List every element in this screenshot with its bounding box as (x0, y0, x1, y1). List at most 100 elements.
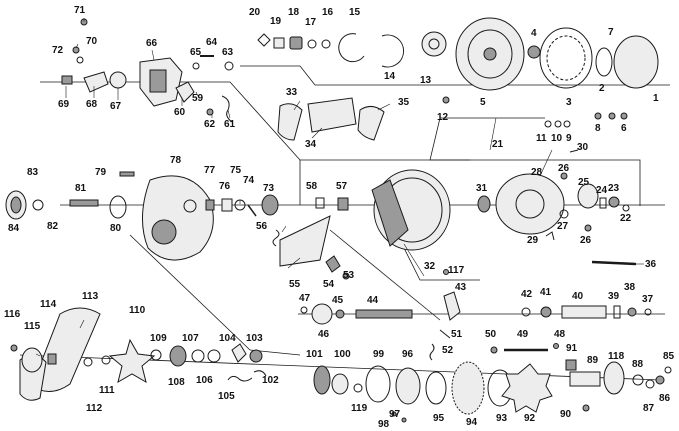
gear-train-group (313, 359, 672, 423)
part-118-gear (603, 361, 625, 395)
part-83-ring (32, 199, 44, 211)
part-70-screw (72, 46, 80, 54)
part-73-pinion (261, 194, 279, 216)
part-104-clicker (231, 343, 247, 363)
part-115-knob (21, 347, 43, 373)
callout-92: 92 (524, 413, 536, 424)
callout-5: 5 (480, 97, 486, 108)
callout-94: 94 (466, 417, 478, 428)
callout-25: 25 (578, 177, 590, 188)
part-72-washer (76, 56, 84, 64)
part-85-clip (664, 366, 672, 374)
part-33-pad (277, 103, 303, 141)
callout-4: 4 (531, 28, 537, 39)
part-3-dial-ring (539, 27, 593, 89)
part-112-washer (83, 357, 93, 367)
part-2-gasket (595, 47, 613, 77)
callout-103: 103 (246, 333, 263, 344)
callout-117: 117 (448, 265, 465, 276)
part-16-washer (321, 39, 331, 49)
part-68-lever (83, 71, 109, 93)
part-46-gear (311, 303, 333, 325)
part-109-washer (150, 349, 162, 361)
part-77-collar (205, 199, 215, 211)
part-10-washer (554, 120, 562, 128)
callout-56: 56 (256, 221, 268, 232)
part-90-screw (582, 404, 590, 412)
part-17-washer (307, 39, 317, 49)
part-82-oring (109, 195, 127, 219)
part-69-spring (61, 75, 73, 85)
callout-51: 51 (451, 329, 463, 340)
part-27-ring (559, 209, 569, 219)
callout-57: 57 (336, 181, 348, 192)
part-100-sleeve (331, 373, 349, 395)
callout-27: 27 (557, 221, 569, 232)
part-78-frame (141, 175, 214, 261)
part-18-bearing (289, 36, 303, 50)
part-28-spool (495, 173, 565, 235)
part-37-clip (644, 308, 652, 316)
part-108-nut (169, 345, 187, 367)
part-91-collar (565, 359, 577, 371)
part-67-gear (109, 71, 127, 89)
part-15-cclip (338, 33, 365, 63)
part-56-spring (272, 229, 280, 247)
callout-89: 89 (587, 355, 599, 366)
callout-48: 48 (554, 329, 566, 340)
drive-parts-group (205, 194, 350, 280)
callout-104: 104 (219, 333, 236, 344)
callout-14: 14 (384, 71, 396, 82)
callout-95: 95 (433, 413, 445, 424)
callout-53: 53 (343, 270, 355, 281)
handle-assembly-group (10, 307, 267, 401)
part-24-collar (599, 197, 607, 209)
callout-21: 21 (492, 139, 504, 150)
callout-105: 105 (218, 391, 235, 402)
callout-58: 58 (306, 181, 318, 192)
callout-9: 9 (566, 133, 572, 144)
part-47-clip (300, 306, 308, 314)
callout-42: 42 (521, 289, 533, 300)
callout-44: 44 (367, 295, 379, 306)
part-34-bar (307, 97, 357, 133)
callout-17: 17 (305, 17, 317, 28)
callout-83: 83 (27, 167, 39, 178)
callout-88: 88 (632, 359, 644, 370)
part-114-collar (47, 353, 57, 365)
part-60-pawl (175, 81, 195, 103)
callout-70: 70 (86, 36, 98, 47)
callout-19: 19 (270, 16, 282, 27)
callout-87: 87 (643, 403, 655, 414)
level-wind-group (300, 291, 652, 361)
part-52-spring (429, 343, 435, 361)
side-plate-group (421, 17, 659, 128)
callout-41: 41 (540, 287, 552, 298)
part-63-ring (224, 61, 234, 71)
callout-11: 11 (536, 133, 547, 144)
part-19-collar (273, 37, 285, 49)
callout-13: 13 (420, 75, 432, 86)
callout-60: 60 (174, 107, 186, 118)
callout-23: 23 (608, 183, 620, 194)
part-86-bearing (655, 375, 665, 385)
part-43-pawl (443, 291, 461, 321)
callout-22: 22 (620, 213, 632, 224)
callout-107: 107 (182, 333, 199, 344)
part-110-star-drag (108, 338, 156, 384)
part-44-worm-shaft (355, 309, 413, 319)
part-81-pin (69, 199, 99, 207)
part-6-screw (620, 112, 628, 120)
callout-15: 15 (349, 7, 361, 18)
callout-90: 90 (560, 409, 572, 420)
callout-43: 43 (455, 282, 467, 293)
part-39-collar (613, 305, 621, 319)
part-45-bearing (335, 309, 345, 319)
part-87-ring (645, 379, 655, 389)
callout-54: 54 (323, 279, 335, 290)
part-14-ring (381, 34, 404, 68)
part-98-pin (401, 417, 407, 423)
part-99-drag-washer (365, 365, 391, 403)
part-66-cam (149, 69, 167, 93)
